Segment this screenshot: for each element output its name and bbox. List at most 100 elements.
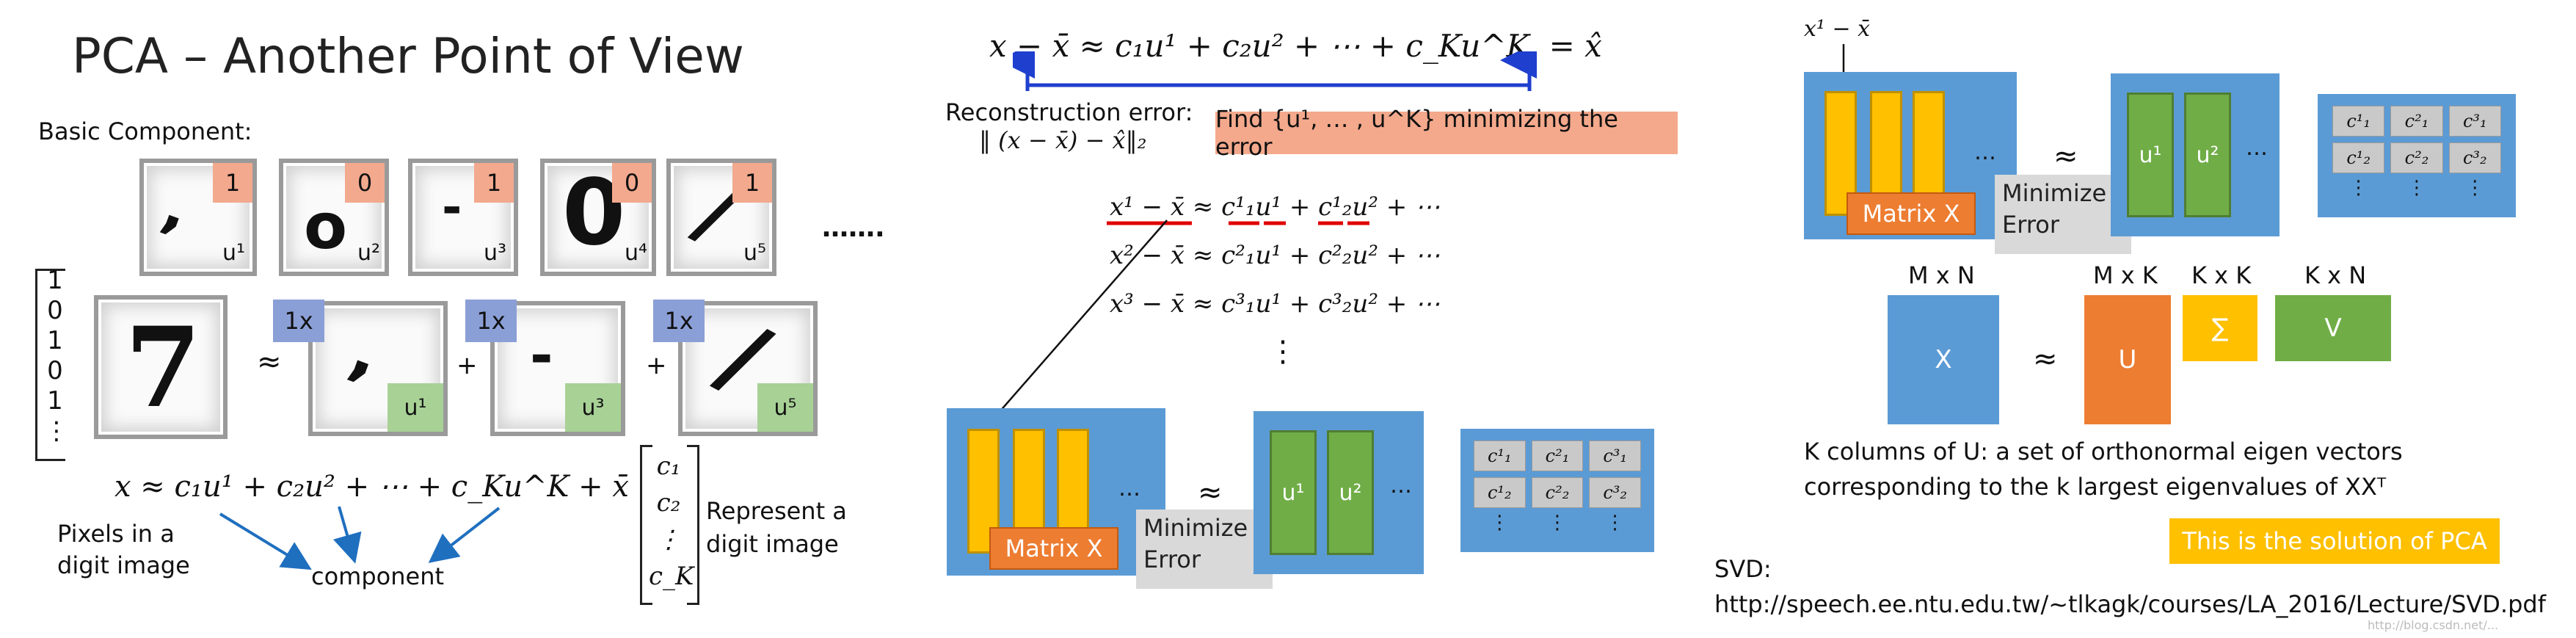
kxk-label: K x K	[2191, 261, 2252, 289]
approx-sign: ≈	[2033, 342, 2058, 376]
u-column-1: u¹	[2127, 93, 2174, 217]
svd-label: SVD:	[1714, 555, 1772, 583]
page-title: PCA – Another Point of View	[72, 28, 744, 84]
c-entry: ⋮	[656, 525, 681, 554]
c-vector: c₁ c₂ ⋮ c_K	[649, 448, 694, 595]
row-eq-1: x¹ − x̄ ≈ c¹₁u¹ + c¹₂u² + ⋯	[1110, 192, 1441, 222]
coef-badge-1: 1x	[273, 300, 324, 342]
matrix-x-label-right: Matrix X	[1847, 192, 1976, 235]
kxn-label: K x N	[2304, 261, 2367, 289]
watermark: http://blog.csdn.net/...	[2368, 618, 2499, 632]
component-u-4: u⁴	[624, 240, 647, 266]
approx-sign: ≈	[257, 345, 282, 379]
plus-sign: +	[646, 351, 667, 380]
recon-image-1: , u¹	[308, 301, 448, 436]
component-u-1: u¹	[222, 240, 245, 266]
minimize-error-box: Minimize Error	[1136, 510, 1273, 589]
component-u-5: u⁵	[743, 240, 766, 266]
c-cell: c³₁	[2448, 106, 2501, 137]
component-label-5: 1	[732, 163, 772, 203]
c-vector-bracket-left	[640, 445, 652, 605]
component-label-4: 0	[612, 163, 652, 203]
matrix-dots: …	[1118, 476, 1140, 501]
vector-entry: 1	[47, 266, 63, 295]
c-cell: c¹₂	[1474, 477, 1526, 508]
digit-seven-image: 7	[94, 295, 228, 439]
vector-entry: 0	[47, 296, 63, 325]
c-dots: ⋮	[1605, 512, 1625, 534]
matrix-x-label: Matrix X	[989, 527, 1118, 570]
mxn-label: M x N	[1908, 261, 1975, 289]
vector-bracket	[35, 269, 65, 461]
coef-badge-2: 1x	[465, 300, 517, 342]
component-u-2: u²	[357, 240, 380, 266]
c-cell: c²₁	[1531, 441, 1584, 471]
c-cell: c²₂	[1531, 477, 1584, 508]
c-cell: c³₂	[2448, 142, 2501, 173]
pixel-vector: 1 0 1 0 1 ⋮	[44, 266, 69, 446]
component-arrows	[219, 506, 501, 570]
c-cell: c²₁	[2390, 106, 2443, 137]
component-label-3: 1	[474, 163, 514, 203]
component-image-2: o 0 u²	[279, 159, 389, 276]
basic-component-label: Basic Component:	[38, 117, 252, 145]
matrix-dots: …	[1974, 139, 1996, 165]
minimize-error-box-right: Minimize Error	[1995, 175, 2131, 254]
component-label: component	[311, 562, 445, 590]
recon-error-label: Reconstruction error:	[945, 98, 1193, 126]
c-entry: c_K	[649, 562, 694, 591]
vector-entry: 1	[47, 326, 63, 355]
find-u-box: Find {u¹, … , u^K} minimizing the error	[1215, 105, 1678, 161]
solution-banner: This is the solution of PCA	[2169, 518, 2500, 564]
recon-u-label-2: u³	[565, 383, 621, 432]
svd-u-block: U	[2084, 295, 2171, 424]
mxk-label: M x K	[2093, 261, 2158, 289]
component-label-2: 0	[345, 163, 385, 203]
coef-badge-3: 1x	[653, 300, 705, 342]
vector-entry: 0	[47, 356, 63, 385]
recon-error-formula: ‖ (x − x̄) − x̂‖₂	[979, 126, 1147, 154]
row-eq-3: x³ − x̄ ≈ c³₁u¹ + c³₂u² + ⋯	[1110, 289, 1441, 319]
c-vector-bracket-right	[687, 445, 699, 605]
svd-link[interactable]: http://speech.ee.ntu.edu.tw/~tlkagk/cour…	[1714, 590, 2546, 618]
u-column-2: u²	[2184, 93, 2231, 217]
svd-v-block: V	[2275, 295, 2391, 361]
components-ellipsis: …….	[822, 213, 885, 243]
recon-u-label-1: u¹	[388, 383, 443, 432]
component-image-3: - 1 u³	[408, 159, 518, 276]
approx-equation: x − x̄ ≈ c₁u¹ + c₂u² + ⋯ + c_Ku^K = x̂	[989, 28, 1602, 64]
blue-link-arrow	[1013, 51, 1537, 91]
u-dots: …	[2246, 135, 2268, 161]
c-entry: c₁	[656, 452, 681, 481]
c-dots: ⋮	[1547, 512, 1567, 534]
c-cell: c³₂	[1589, 477, 1641, 508]
c-cell: c²₂	[2390, 142, 2443, 173]
recon-u-label-3: u⁵	[757, 383, 813, 432]
component-u-3: u³	[483, 240, 506, 266]
plus-sign: +	[456, 351, 478, 380]
represent-label: Represent a digit image	[706, 497, 847, 558]
description-line-1: K columns of U: a set of orthonormal eig…	[1804, 438, 2403, 465]
component-label-1: 1	[213, 163, 252, 203]
c-dots: ⋮	[2348, 177, 2368, 199]
black-arrow	[980, 220, 1168, 433]
c-dots: ⋮	[2406, 177, 2426, 199]
c-cell: c¹₁	[2332, 106, 2385, 137]
vector-entry: ⋮	[44, 416, 69, 446]
red-underlines	[1107, 221, 1369, 225]
component-image-4: 0 0 u⁴	[540, 159, 656, 276]
c-dots: ⋮	[1490, 512, 1510, 534]
c-cell: c³₁	[1589, 441, 1641, 471]
u-column-2: u²	[1327, 430, 1374, 555]
row-eq-2: x² − x̄ ≈ c²₁u¹ + c²₂u² + ⋯	[1110, 241, 1441, 270]
c-dots: ⋮	[2465, 177, 2485, 199]
description-line-2: corresponding to the k largest eigenvalu…	[1804, 473, 2387, 501]
pixels-label: Pixels in a digit image	[57, 520, 190, 580]
approx-sign: ≈	[1198, 476, 1223, 510]
pca-equation: x ≈ c₁u¹ + c₂u² + ⋯ + c_Ku^K + x̄	[114, 470, 629, 504]
component-image-5: / 1 u⁵	[666, 159, 776, 276]
component-image-1: , 1 u¹	[139, 159, 257, 276]
c-grid: c¹₁ c²₁ c³₁ c¹₂ c²₂ c³₂ ⋮ ⋮ ⋮	[1474, 441, 1641, 532]
c-cell: c¹₂	[2332, 142, 2385, 173]
c-cell: c¹₁	[1474, 441, 1526, 471]
